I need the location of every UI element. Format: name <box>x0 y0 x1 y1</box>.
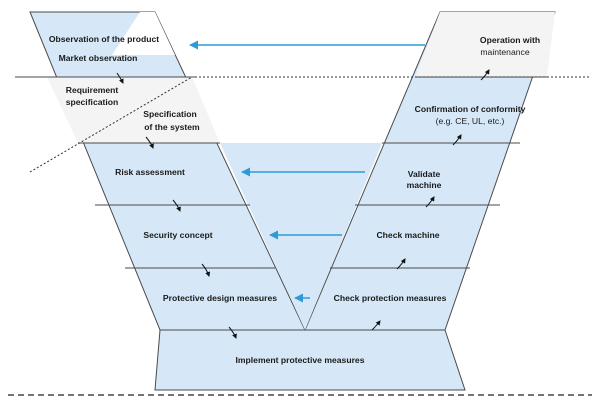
security-concept-label: Security concept <box>143 230 212 240</box>
observation-label: Observation of the product <box>49 34 159 44</box>
bottom-band <box>154 329 466 391</box>
protective-design-label: Protective design measures <box>163 293 277 303</box>
small-curved-arrow-icon <box>145 136 154 149</box>
small-curved-arrow-icon <box>172 199 181 212</box>
small-curved-arrow-icon <box>116 72 124 84</box>
conformity-label-line1: Confirmation of conformity <box>415 104 526 114</box>
small-curved-arrow-icon <box>425 196 435 208</box>
validate-label-line2: machine <box>407 180 442 190</box>
conformity-label-line2: (e.g. CE, UL, etc.) <box>436 116 505 126</box>
small-curved-arrow-icon <box>371 320 381 331</box>
small-curved-arrow-icon <box>452 134 462 146</box>
small-curved-arrow-icon <box>228 326 237 339</box>
risk-assessment-label: Risk assessment <box>115 167 185 177</box>
validate-label-line1: Validate <box>408 169 441 179</box>
phase-boundary-dotted-diagonal <box>29 76 193 173</box>
small-curved-arrow-icon <box>480 69 490 81</box>
system-spec-label-line2: of the system <box>144 122 200 132</box>
small-curved-arrow-icon <box>396 258 406 270</box>
operation-label-line2: maintenance <box>480 47 529 57</box>
v-interior <box>220 143 382 330</box>
requirement-band <box>47 77 220 143</box>
check-protection-label: Check protection measures <box>334 293 447 303</box>
check-machine-label: Check machine <box>376 230 439 240</box>
requirement-label-line1: Requirement <box>66 85 119 95</box>
operation-label-line1: Operation with <box>480 35 540 45</box>
implement-label: Implement protective measures <box>236 355 365 365</box>
requirement-label-line2: specification <box>66 97 119 107</box>
observation-white-corner <box>112 12 175 55</box>
market-observation-label: Market observation <box>59 53 138 63</box>
small-curved-arrow-icon <box>201 263 211 277</box>
system-spec-label-line1: Specification <box>143 109 196 119</box>
operation-band <box>415 12 555 77</box>
